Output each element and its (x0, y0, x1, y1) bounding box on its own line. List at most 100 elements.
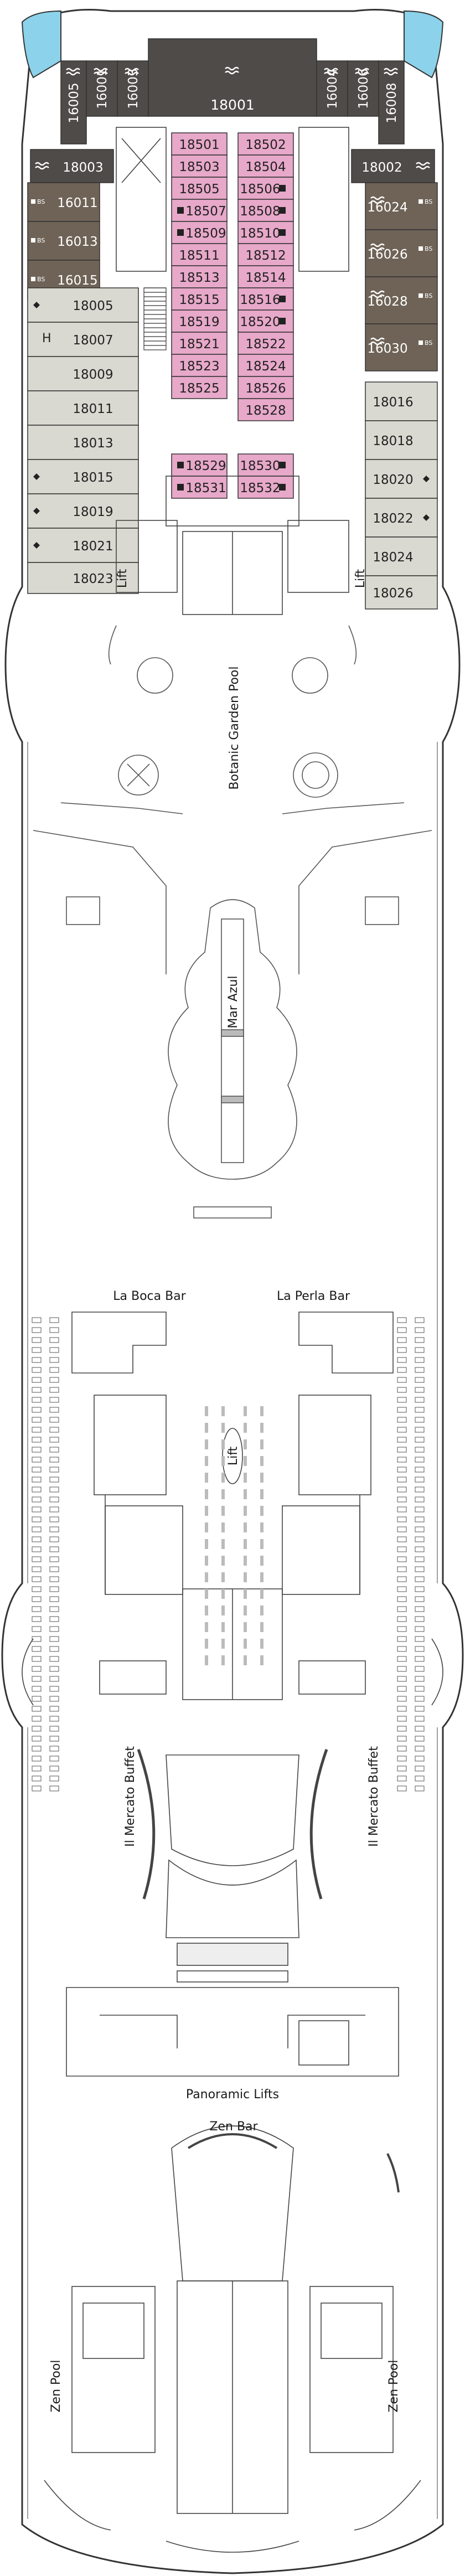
cabin-18001[interactable]: 18001 (148, 38, 317, 117)
seat (32, 1496, 42, 1503)
seat (205, 1556, 208, 1566)
cabin-16003[interactable]: 16003 (117, 60, 149, 117)
seat (244, 1489, 247, 1499)
cabin-18524[interactable]: 18524 (237, 354, 294, 377)
cabin-16004[interactable]: 16004 (316, 60, 348, 117)
cabin-18011[interactable]: 18011 (27, 390, 139, 426)
seat (32, 1397, 42, 1403)
cabin-18519[interactable]: 18519 (171, 309, 228, 333)
cabin-18022[interactable]: 18022 (365, 498, 438, 538)
seat (49, 1506, 59, 1512)
cabin-18509[interactable]: 18509 (171, 221, 228, 244)
cabin-18016[interactable]: 18016 (365, 381, 438, 421)
cabin-18024[interactable]: 18024 (365, 536, 438, 576)
cabin-18522[interactable]: 18522 (237, 332, 294, 355)
seat (397, 1417, 407, 1423)
cabin-18511[interactable]: 18511 (171, 243, 228, 266)
seat (221, 1572, 225, 1582)
seat (32, 1427, 42, 1433)
cabin-number: 18514 (245, 271, 286, 285)
cabin-number: 16001 (95, 68, 110, 109)
cabin-number: 16003 (126, 68, 141, 109)
cabin-18021[interactable]: 18021 (27, 528, 139, 563)
cabin-18508[interactable]: 18508 (237, 199, 294, 222)
cabin-18009[interactable]: 18009 (27, 356, 139, 391)
cabin-shape (365, 420, 438, 460)
cabin-18005[interactable]: 18005 (27, 287, 139, 323)
cabin-18506[interactable]: 18506 (237, 177, 294, 200)
seat (32, 1377, 42, 1383)
cabin-18515[interactable]: 18515 (171, 287, 228, 311)
cabin-18510[interactable]: 18510 (237, 221, 294, 244)
cabin-18507[interactable]: 18507 (171, 199, 228, 222)
cabin-18528[interactable]: 18528 (237, 398, 294, 421)
seat (397, 1317, 407, 1323)
cabin-18023[interactable]: 18023 (27, 562, 139, 594)
seat (260, 1556, 264, 1566)
cabin-16008[interactable]: 16008 (378, 60, 405, 144)
seat (397, 1347, 407, 1353)
cabin-18523[interactable]: 18523 (171, 354, 228, 377)
seat (415, 1756, 425, 1762)
cabin-18013[interactable]: 18013 (27, 425, 139, 460)
cabin-18007[interactable]: 18007 (27, 322, 139, 357)
cabin-18532[interactable]: 18532 (237, 476, 294, 499)
cabin-18514[interactable]: 18514 (237, 265, 294, 288)
cabin-18015[interactable]: 18015 (27, 459, 139, 494)
seat (49, 1706, 59, 1712)
seat (32, 1666, 42, 1672)
seat (397, 1606, 407, 1612)
sofa-bed-label: BS (37, 237, 45, 244)
bed-icon (279, 185, 286, 192)
cabin-16001[interactable]: 16001 (86, 60, 118, 117)
cabin-18529[interactable]: 18529 (171, 453, 228, 477)
cabin-18020[interactable]: 18020 (365, 459, 438, 499)
seat (221, 1489, 225, 1499)
cabin-18531[interactable]: 18531 (171, 476, 228, 499)
seat (415, 1686, 425, 1692)
cabin-18530[interactable]: 18530 (237, 453, 294, 477)
cabin-shape (237, 287, 294, 311)
seat (397, 1626, 407, 1632)
seat (49, 1606, 59, 1612)
seat (49, 1486, 59, 1493)
cabin-number: 16005 (67, 82, 81, 123)
seat (415, 1506, 425, 1512)
cabin-18026[interactable]: 18026 (365, 575, 438, 610)
cabin-shape (237, 132, 294, 156)
cabin-18520[interactable]: 18520 (237, 309, 294, 333)
cabin-16006[interactable]: 16006 (347, 60, 379, 117)
seat (32, 1626, 42, 1632)
cabin-18512[interactable]: 18512 (237, 243, 294, 266)
seat (49, 1546, 59, 1552)
cabin-18019[interactable]: 18019 (27, 493, 139, 529)
cabin-18502[interactable]: 18502 (237, 132, 294, 156)
seat (397, 1367, 407, 1373)
hull (1, 9, 464, 2574)
cabin-18504[interactable]: 18504 (237, 154, 294, 178)
seat (49, 1726, 59, 1732)
cabin-18018[interactable]: 18018 (365, 420, 438, 460)
cabin-18516[interactable]: 18516 (237, 287, 294, 311)
cabin-18525[interactable]: 18525 (171, 376, 228, 399)
cabin-18513[interactable]: 18513 (171, 265, 228, 288)
cabin-18526[interactable]: 18526 (237, 376, 294, 399)
cabin-number: 18501 (179, 138, 219, 152)
cabin-18503[interactable]: 18503 (171, 154, 228, 178)
cabin-18003[interactable]: 18003 (30, 149, 114, 183)
cabin-18505[interactable]: 18505 (171, 177, 228, 200)
seat (397, 1666, 407, 1672)
cabin-number: 18020 (373, 473, 413, 487)
cabin-18002[interactable]: 18002 (351, 149, 435, 183)
cabin-16005[interactable]: 16005 (60, 60, 87, 144)
seat (49, 1337, 59, 1343)
cabin-18501[interactable]: 18501 (171, 132, 228, 156)
cabin-18521[interactable]: 18521 (171, 332, 228, 355)
